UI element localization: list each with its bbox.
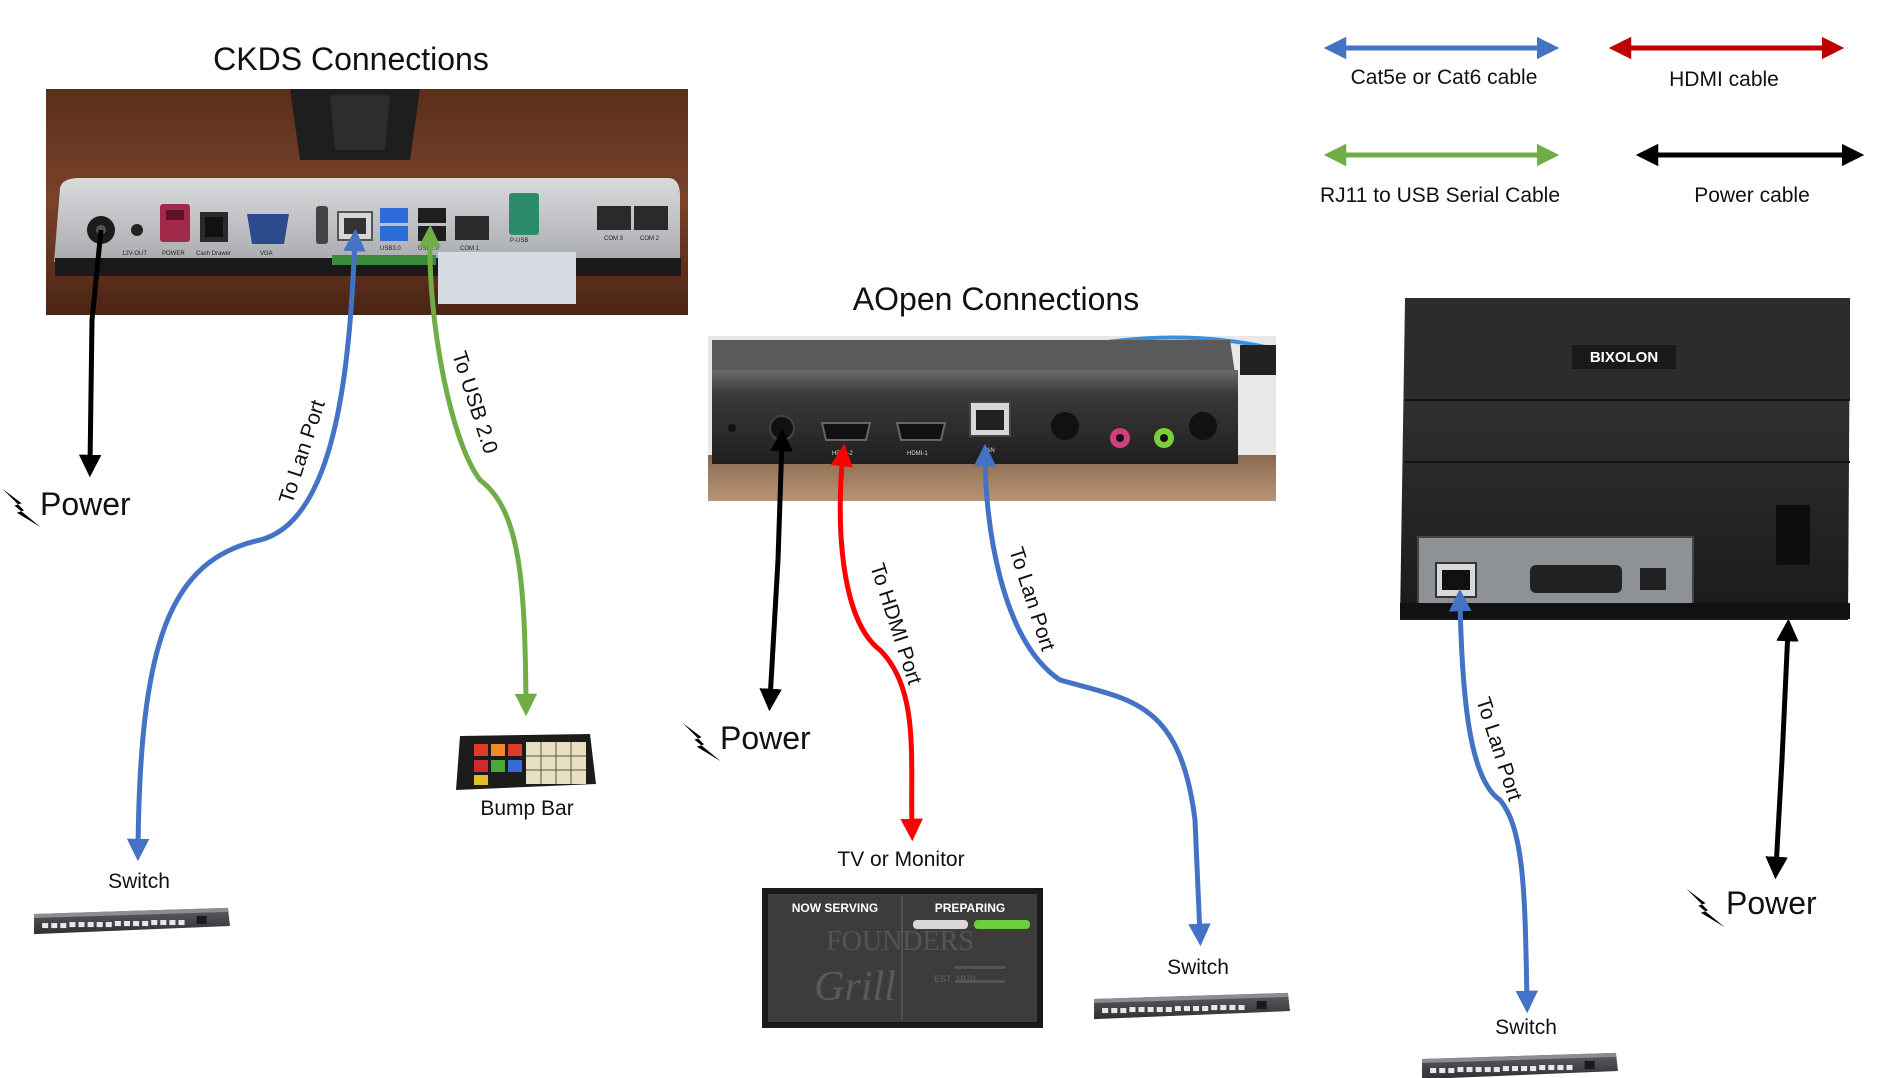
ckds-port-label-cash: Cash Drawer (196, 251, 231, 257)
ckds-vga-port (247, 214, 289, 244)
printer-lan-cable (1448, 588, 1539, 1014)
aopen-switch-icon (1094, 992, 1290, 1020)
ckds-port-label-com3: COM 3 (604, 236, 624, 242)
legend-lan-label: Cat5e or Cat6 cable (1351, 66, 1538, 89)
ckds-usb-label: To USB 2.0 (447, 348, 502, 456)
ckds-lan-label: To Lan Port (275, 397, 330, 506)
tv-watermark-script: Grill (814, 964, 896, 1010)
printer-power-label: Power (1726, 885, 1817, 921)
tv-label: TV or Monitor (837, 848, 964, 871)
bixolon-printer: BIXOLON (1400, 298, 1850, 620)
ckds-switch: Switch (34, 870, 230, 935)
tv-now-serving: NOW SERVING (792, 901, 878, 915)
legend-power-label: Power cable (1694, 184, 1810, 207)
printer-brand-logo: BIXOLON (1590, 349, 1658, 366)
bump-bar-label: Bump Bar (480, 797, 573, 820)
printer-power-port (1776, 505, 1810, 565)
ckds-port-label-power: POWER (162, 251, 185, 257)
cables (78, 224, 1799, 1014)
printer-lan-label: To Lan Port (1471, 694, 1526, 803)
bump-bar: Bump Bar (456, 734, 596, 820)
aopen-switch-label: Switch (1167, 956, 1229, 979)
printer-switch-label: Switch (1495, 1016, 1557, 1039)
ckds-port-label-usb3: USB3.0 (380, 246, 401, 252)
aopen-power-cable (759, 428, 793, 712)
ckds-device-photo: 12V-OUT POWER Cash Drawer VGA USB3.0 USB… (46, 89, 688, 315)
tv-watermark-top: FOUNDERS (826, 926, 974, 957)
ckds-power-bolt-icon (2, 488, 41, 528)
aopen-switch: Switch (1094, 956, 1290, 1020)
aopen-lan-cable (973, 443, 1211, 947)
ckds-title: CKDS Connections (213, 41, 489, 77)
ckds-power-label-group: Power (2, 486, 131, 528)
ckds-power-cable (78, 229, 104, 478)
printer-switch-icon (1422, 1052, 1618, 1078)
tv-watermark-est: EST. 1970 (934, 974, 976, 984)
ckds-usb-cable (418, 224, 538, 717)
aopen-lan-label: To Lan Port (1004, 544, 1059, 653)
aopen-dc-port (769, 415, 795, 441)
aopen-title: AOpen Connections (853, 281, 1139, 317)
ckds-lan-cable (126, 228, 366, 862)
aopen-power-label-group: Power (682, 720, 811, 762)
ckds-power-label: Power (40, 486, 131, 522)
ckds-port-label-pusb: P-USB (510, 238, 528, 244)
ckds-port-label-12v: 12V-OUT (122, 251, 147, 257)
printer-switch: Switch (1422, 1016, 1618, 1078)
legend-hdmi-label: HDMI cable (1669, 68, 1779, 91)
tv-preparing: PREPARING (935, 901, 1005, 915)
aopen-power-label: Power (720, 720, 811, 756)
aopen-hdmi2-port (820, 422, 872, 441)
printer-power-label-group: Power (1686, 885, 1817, 928)
aopen-hdmi1-port (895, 422, 947, 441)
ckds-port-label-vga: VGA (260, 251, 273, 257)
tv-monitor: TV or Monitor NOW SERVING PREPARING FOUN… (762, 848, 1043, 1028)
aopen-port-label-hdmi1: HDMI-1 (907, 451, 928, 457)
aopen-device-photo: HDMI-2 HDMI-1 LAN (708, 335, 1276, 501)
ckds-port-label-com2: COM 2 (640, 236, 660, 242)
legend: Cat5e or Cat6 cable HDMI cable RJ11 to U… (1320, 36, 1865, 207)
legend-usb-label: RJ11 to USB Serial Cable (1320, 184, 1560, 207)
aopen-port-label-lan: LAN (983, 448, 995, 454)
ckds-switch-label: Switch (108, 870, 170, 893)
ckds-port-label-com1: COM 1 (460, 246, 480, 252)
printer-power-bolt-icon (1686, 888, 1725, 928)
printer-power-cable (1765, 618, 1799, 880)
ckds-switch-icon (34, 907, 230, 935)
aopen-hdmi-cable (830, 443, 923, 842)
ckds-powered-usb-port (160, 204, 190, 242)
aopen-power-bolt-icon (682, 722, 721, 762)
